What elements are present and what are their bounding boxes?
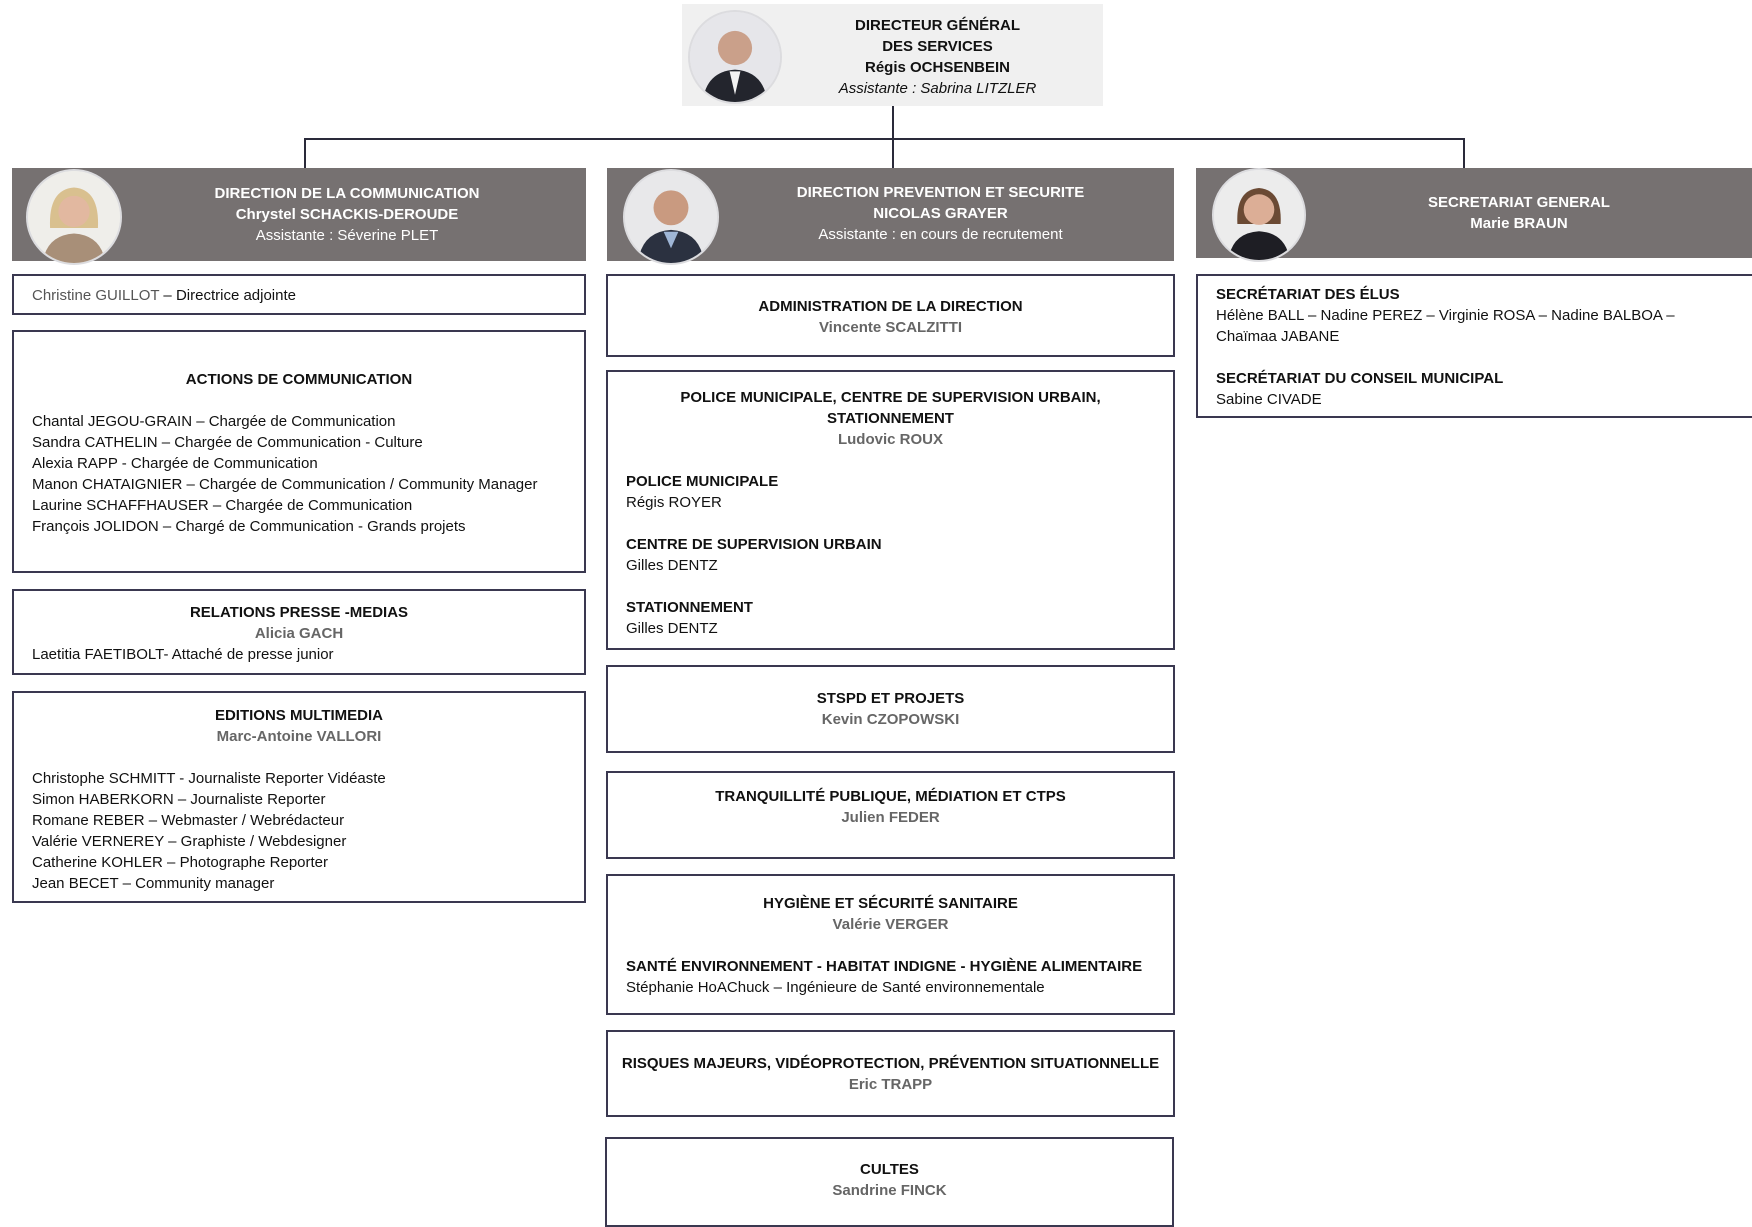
- press-member: Laetitia FAETIBOLT- Attaché de presse ju…: [32, 646, 334, 663]
- connector-horizontal: [305, 138, 1465, 140]
- police-sub-title: STATIONNEMENT: [626, 599, 753, 616]
- stspd-box: STSPD ET PROJETS Kevin CZOPOWSKI: [606, 665, 1175, 753]
- elus-title: SECRÉTARIAT DES ÉLUS: [1216, 286, 1400, 303]
- press-title: RELATIONS PRESSE -MEDIAS: [189, 604, 409, 621]
- risques-lead: Eric TRAPP: [848, 1076, 933, 1093]
- tranquillite-box: TRANQUILLITÉ PUBLIQUE, MÉDIATION ET CTPS…: [606, 771, 1175, 859]
- deputy-role: – Directrice adjointe: [159, 287, 296, 304]
- dg-title-line1: DIRECTEUR GÉNÉRAL: [854, 17, 1020, 34]
- conseil-title: SECRÉTARIAT DU CONSEIL MUNICIPAL: [1216, 370, 1504, 387]
- connector-right-drop: [1463, 138, 1465, 168]
- prevention-director-name: NICOLAS GRAYER: [873, 205, 1008, 222]
- hygiene-sub-name: Stéphanie HoAChuck – Ingénieure de Santé…: [626, 979, 1045, 996]
- actions-title: ACTIONS DE COMMUNICATION: [185, 371, 413, 388]
- relations-presse-box: RELATIONS PRESSE -MEDIAS Alicia GACH Lae…: [12, 589, 586, 675]
- police-box: POLICE MUNICIPALE, CENTRE DE SUPERVISION…: [606, 370, 1175, 650]
- police-sub-title: CENTRE DE SUPERVISION URBAIN: [626, 536, 882, 553]
- dg-assistant: Assistante : Sabrina LITZLER: [838, 80, 1037, 97]
- tranquillite-lead: Julien FEDER: [841, 809, 940, 826]
- police-sub-title: POLICE MUNICIPALE: [626, 473, 779, 490]
- actions-member: Alexia RAPP - Chargée de Communication: [32, 455, 318, 472]
- prevention-assistant: Assistante : en cours de recrutement: [818, 226, 1063, 243]
- cultes-lead: Sandrine FINCK: [832, 1182, 947, 1199]
- stspd-lead: Kevin CZOPOWSKI: [821, 711, 960, 728]
- police-lead: Ludovic ROUX: [837, 431, 943, 448]
- cultes-box: CULTES Sandrine FINCK: [605, 1137, 1174, 1227]
- person-photo-icon: [688, 10, 782, 104]
- admin-lead: Vincente SCALZITTI: [818, 319, 963, 336]
- secretariat-director-name: Marie BRAUN: [1470, 215, 1568, 232]
- actions-member: Laurine SCHAFFHAUSER – Chargée de Commun…: [32, 497, 413, 514]
- press-lead: Alicia GACH: [254, 625, 344, 642]
- police-sub-name: Gilles DENTZ: [626, 557, 718, 574]
- communication-director-name: Chrystel SCHACKIS-DEROUDE: [235, 206, 459, 223]
- deputy-name: Christine GUILLOT: [32, 287, 160, 304]
- communication-title: DIRECTION DE LA COMMUNICATION: [214, 185, 480, 202]
- hygiene-box: HYGIÈNE ET SÉCURITÉ SANITAIRE Valérie VE…: [606, 874, 1175, 1015]
- secretariat-header: SECRETARIAT GENERAL Marie BRAUN: [1196, 168, 1752, 262]
- person-photo-icon: [623, 169, 719, 265]
- risques-box: RISQUES MAJEURS, VIDÉOPROTECTION, PRÉVEN…: [606, 1030, 1175, 1117]
- administration-box: ADMINISTRATION DE LA DIRECTION Vincente …: [606, 274, 1175, 357]
- admin-title: ADMINISTRATION DE LA DIRECTION: [758, 298, 1023, 315]
- conseil-name: Sabine CIVADE: [1216, 391, 1322, 408]
- police-sub-name: Gilles DENTZ: [626, 620, 718, 637]
- person-photo-icon: [1212, 168, 1306, 262]
- connector-vertical-top: [892, 106, 894, 140]
- cultes-title: CULTES: [860, 1161, 919, 1178]
- connector-left-drop: [304, 138, 306, 168]
- police-title-line1: POLICE MUNICIPALE, CENTRE DE SUPERVISION…: [680, 389, 1101, 406]
- prevention-title: DIRECTION PREVENTION ET SECURITE: [796, 184, 1085, 201]
- actions-member: Manon CHATAIGNIER – Chargée de Communica…: [32, 476, 538, 493]
- actions-communication-box: ACTIONS DE COMMUNICATION Chantal JEGOU-G…: [12, 330, 586, 573]
- multimedia-member: Catherine KOHLER – Photographe Reporter: [32, 854, 329, 871]
- hygiene-sub-title: SANTÉ ENVIRONNEMENT - HABITAT INDIGNE - …: [626, 958, 1143, 975]
- editions-multimedia-box: EDITIONS MULTIMEDIA Marc-Antoine VALLORI…: [12, 691, 586, 903]
- risques-title: RISQUES MAJEURS, VIDÉOPROTECTION, PRÉVEN…: [621, 1055, 1160, 1072]
- secretariat-title: SECRETARIAT GENERAL: [1428, 194, 1610, 211]
- connector-center-drop: [892, 138, 894, 168]
- multimedia-lead: Marc-Antoine VALLORI: [216, 728, 382, 745]
- actions-member: Sandra CATHELIN – Chargée de Communicati…: [32, 434, 423, 451]
- actions-member: François JOLIDON – Chargé de Communicati…: [32, 518, 466, 535]
- police-sub-name: Régis ROYER: [626, 494, 722, 511]
- stspd-title: STSPD ET PROJETS: [816, 690, 965, 707]
- secretariat-details-box: SECRÉTARIAT DES ÉLUS Hélène BALL – Nadin…: [1196, 274, 1752, 418]
- communication-header: DIRECTION DE LA COMMUNICATION Chrystel S…: [12, 168, 586, 265]
- communication-assistant: Assistante : Séverine PLET: [255, 227, 439, 244]
- police-title-line2: STATIONNEMENT: [827, 410, 954, 427]
- multimedia-member: Romane REBER – Webmaster / Webrédacteur: [32, 812, 345, 829]
- person-photo-icon: [26, 169, 122, 265]
- director-general-box: DIRECTEUR GÉNÉRAL DES SERVICES Régis OCH…: [682, 4, 1103, 106]
- tranquillite-title: TRANQUILLITÉ PUBLIQUE, MÉDIATION ET CTPS: [715, 788, 1066, 805]
- multimedia-title: EDITIONS MULTIMEDIA: [214, 707, 384, 724]
- hygiene-title: HYGIÈNE ET SÉCURITÉ SANITAIRE: [763, 895, 1018, 912]
- hygiene-lead: Valérie VERGER: [832, 916, 949, 933]
- multimedia-member: Jean BECET – Community manager: [32, 875, 275, 892]
- prevention-header: DIRECTION PREVENTION ET SECURITE NICOLAS…: [607, 168, 1174, 265]
- multimedia-member: Simon HABERKORN – Journaliste Reporter: [32, 791, 326, 808]
- multimedia-member: Valérie VERNEREY – Graphiste / Webdesign…: [32, 833, 347, 850]
- actions-member: Chantal JEGOU-GRAIN – Chargée de Communi…: [32, 413, 396, 430]
- dg-name: Régis OCHSENBEIN: [864, 59, 1011, 76]
- multimedia-member: Christophe SCHMITT - Journaliste Reporte…: [32, 770, 386, 787]
- communication-deputy-box: Christine GUILLOT – Directrice adjointe: [12, 274, 586, 315]
- dg-title-line2: DES SERVICES: [882, 38, 993, 55]
- elus-members-line2: Chaïmaa JABANE: [1216, 328, 1340, 345]
- elus-members-line1: Hélène BALL – Nadine PEREZ – Virginie RO…: [1216, 307, 1675, 324]
